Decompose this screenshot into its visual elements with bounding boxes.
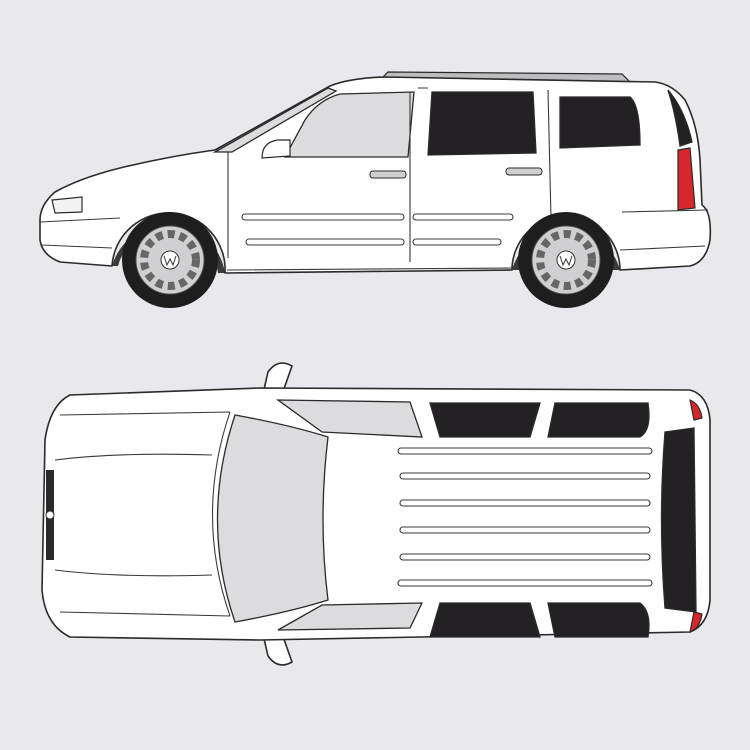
door-lines (226, 87, 553, 271)
side-view (39, 71, 712, 308)
rear-window-edge (667, 89, 693, 147)
hood-lines (54, 411, 231, 617)
rear-door-handle[interactable] (505, 167, 543, 176)
rear-wheel (518, 212, 614, 308)
front-bumper (39, 217, 121, 249)
roof-rails (397, 447, 653, 587)
rear-window-top (660, 427, 697, 613)
windshield (212, 87, 338, 153)
side-strip-rear (412, 213, 514, 221)
front-wheel (122, 212, 218, 308)
windshield-top (216, 414, 329, 623)
rear-door-window (427, 91, 537, 156)
front-door-handle[interactable] (369, 170, 407, 179)
tail-light-left (689, 399, 703, 421)
front-left-window (275, 399, 423, 438)
tail-light-right (689, 611, 703, 633)
rear-bumper (619, 209, 709, 251)
sill-front (245, 238, 405, 246)
rear-right-window (429, 602, 541, 638)
headlight (51, 196, 83, 214)
side-strip-front (241, 213, 405, 221)
rear-left-window (429, 402, 541, 438)
vw-logo-icon (45, 510, 55, 520)
rear-left-quarter (547, 402, 650, 438)
tail-light (677, 147, 696, 211)
front-door-window (283, 91, 415, 158)
rear-right-quarter (547, 602, 650, 638)
top-view (41, 362, 711, 666)
front-right-window (277, 602, 424, 631)
mirror (261, 139, 291, 159)
rear-quarter-window (559, 96, 641, 149)
sill-rear (412, 238, 502, 246)
